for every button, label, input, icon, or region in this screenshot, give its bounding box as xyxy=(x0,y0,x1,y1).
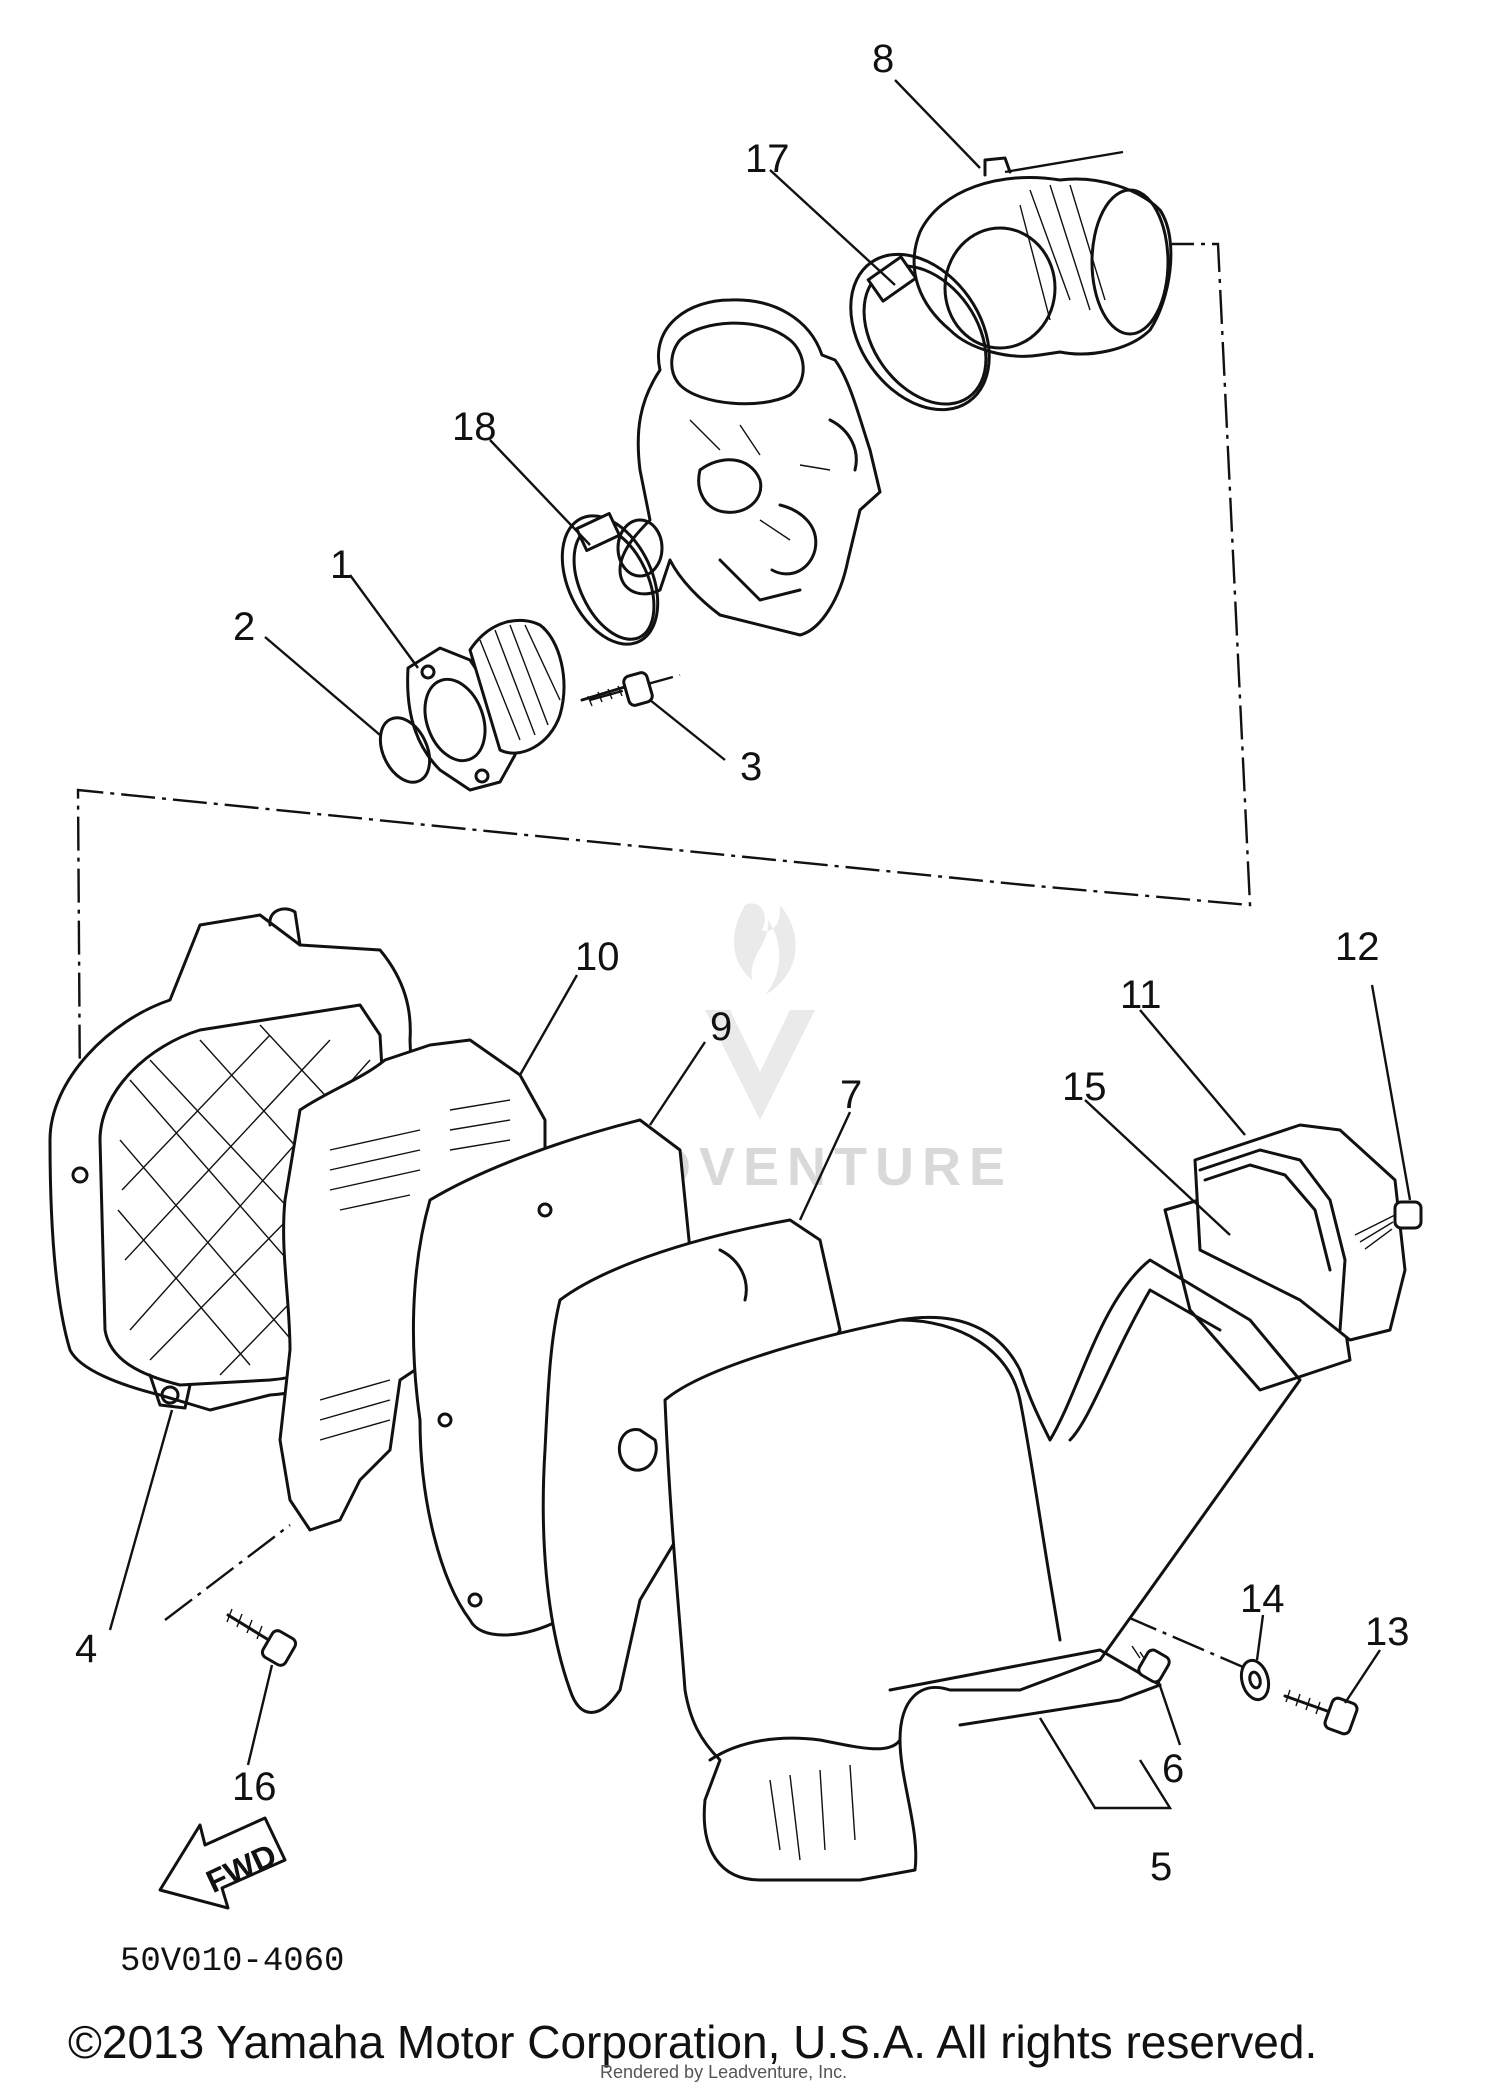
part-label-1: 1 xyxy=(330,543,352,587)
part-label-10: 10 xyxy=(575,935,620,979)
o-ring xyxy=(378,716,432,784)
part-label-12: 12 xyxy=(1335,925,1380,969)
gasket-sheet xyxy=(278,1038,547,1532)
screw-part-16 xyxy=(226,1608,298,1667)
copyright-text: ©2013 Yamaha Motor Corporation, U.S.A. A… xyxy=(68,2016,1317,2068)
part-label-7: 7 xyxy=(840,1073,862,1117)
part-label-8: 8 xyxy=(872,37,894,81)
part-label-2: 2 xyxy=(233,605,255,649)
part-label-16: 16 xyxy=(232,1765,277,1809)
part-label-4: 4 xyxy=(75,1627,97,1671)
screw-part-12 xyxy=(1354,1200,1423,1250)
leader-lines xyxy=(108,79,1412,1810)
part-label-15: 15 xyxy=(1062,1065,1107,1109)
part-label-18: 18 xyxy=(452,405,497,449)
watermark-logo xyxy=(705,903,815,1120)
part-numbers: 8 17 18 1 2 3 10 9 7 11 15 12 4 16 6 14 … xyxy=(75,37,1410,1889)
part-label-3: 3 xyxy=(740,745,762,789)
part-label-13: 13 xyxy=(1365,1610,1410,1654)
part-code: 50V010-4060 xyxy=(120,1943,344,1981)
part-label-9: 9 xyxy=(710,1005,732,1049)
screw-part-6 xyxy=(1131,1645,1171,1684)
part-label-11: 11 xyxy=(1120,973,1162,1017)
carburetor-joint xyxy=(406,618,566,792)
washer xyxy=(1239,1658,1271,1702)
bolt-part-13 xyxy=(1283,1689,1359,1736)
intake-joint xyxy=(912,156,1173,358)
part-label-14: 14 xyxy=(1240,1577,1285,1621)
part-label-17: 17 xyxy=(745,137,790,181)
part-label-5: 5 xyxy=(1150,1845,1172,1889)
carburetor xyxy=(616,298,882,637)
credit-text: Rendered by Leadventure, Inc. xyxy=(600,2062,847,2082)
part-label-6: 6 xyxy=(1162,1747,1184,1791)
forward-arrow-icon: FWD xyxy=(158,1816,287,1910)
screw-part-3 xyxy=(580,671,654,707)
filter-cover xyxy=(1193,1123,1407,1342)
